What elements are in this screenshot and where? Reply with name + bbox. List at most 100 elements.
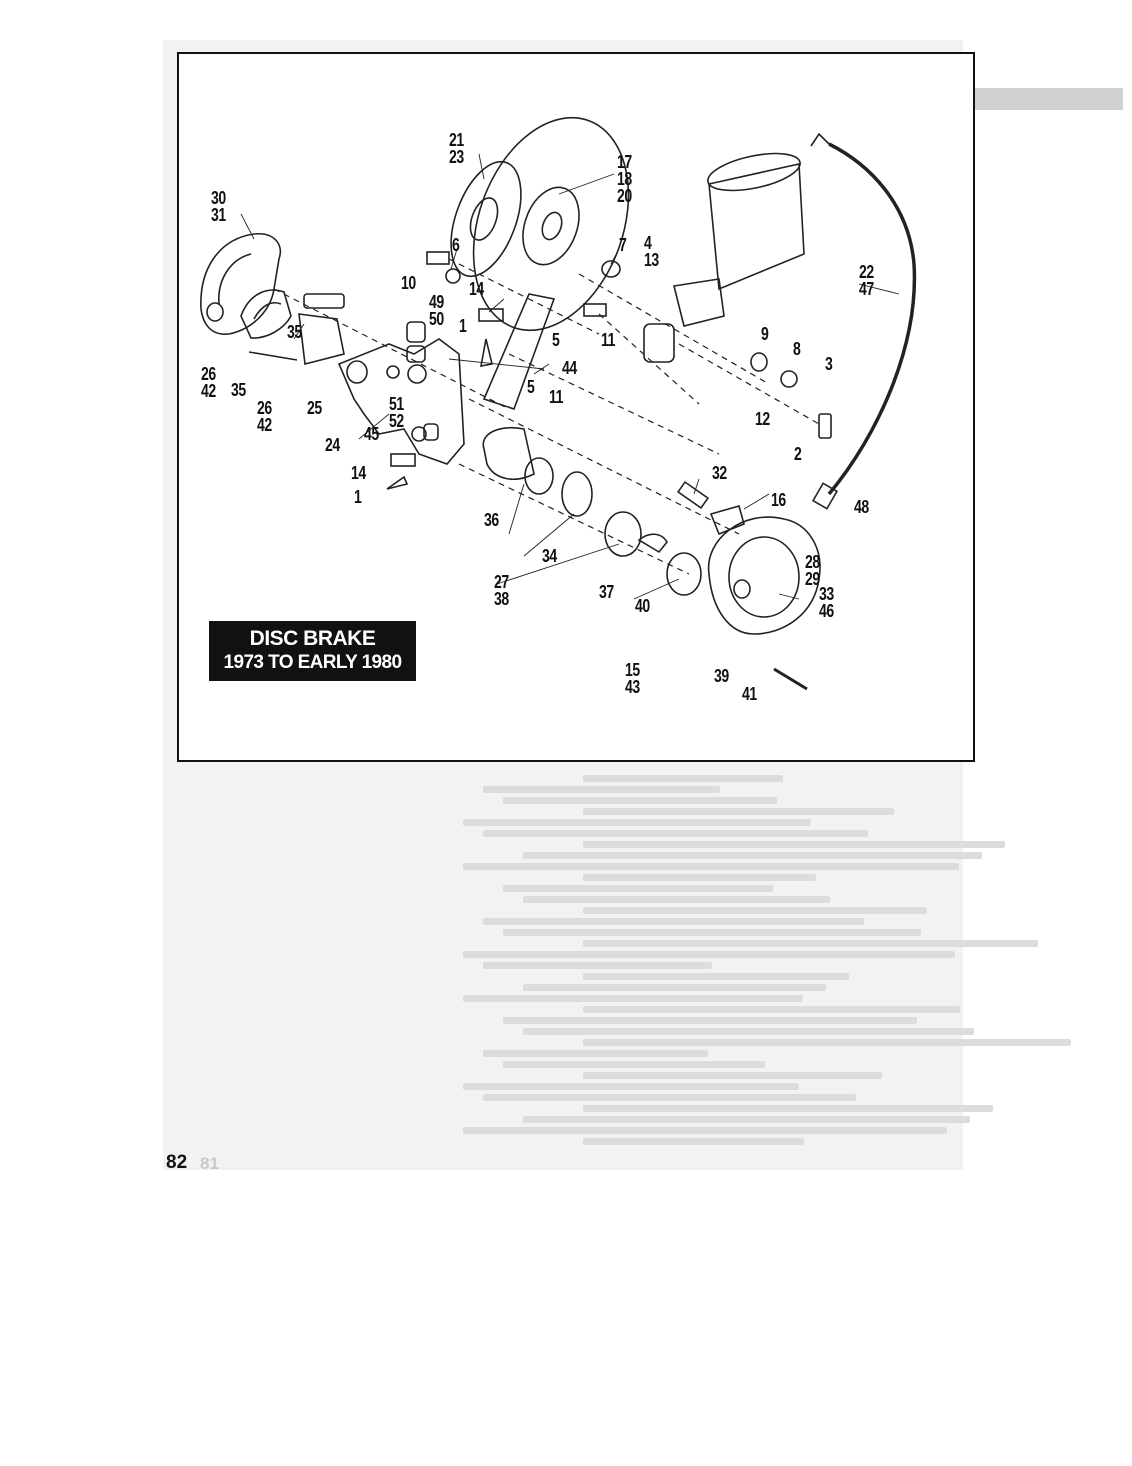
exploded-view-drawing [200, 116, 917, 691]
callout-5-upper: 5 [552, 330, 560, 350]
callout-24: 24 [325, 435, 340, 455]
callout-27-38: 27 38 [494, 572, 509, 609]
outer-caliper-half [200, 233, 281, 335]
ghost-text-line [483, 962, 712, 969]
ghost-text-line [583, 775, 783, 782]
callout-1-lower: 1 [354, 487, 362, 507]
fork-bracket [482, 293, 556, 411]
ghost-text-line [523, 984, 826, 991]
callout-37: 37 [599, 582, 614, 602]
ghost-text-line [583, 1138, 804, 1145]
callout-48: 48 [854, 497, 869, 517]
caliper-body [707, 516, 821, 635]
callout-51-52: 51 52 [389, 394, 404, 431]
callout-34: 34 [542, 546, 557, 566]
callout-35-upper: 35 [287, 322, 302, 342]
ghost-text-line [523, 1116, 970, 1123]
ghost-text-line [583, 973, 849, 980]
diagram-subtitle: 1973 TO EARLY 1980 [223, 652, 403, 673]
brake-hose [827, 142, 917, 496]
callout-36: 36 [484, 510, 499, 530]
ghost-text-line [463, 951, 955, 958]
callout-21-23: 21 23 [449, 130, 464, 167]
ghost-text-line [583, 874, 816, 881]
callout-33-46: 33 46 [819, 584, 834, 621]
callout-7: 7 [619, 235, 627, 255]
callout-39: 39 [714, 666, 729, 686]
ghost-text-line [583, 1006, 960, 1013]
ghost-text-line [463, 1083, 799, 1090]
callout-49-50: 49 50 [429, 292, 444, 329]
callout-16: 16 [771, 490, 786, 510]
pad-spring [303, 293, 345, 309]
ghost-text-line [583, 1105, 993, 1112]
ghost-text-line [503, 885, 773, 892]
ghost-text-line [463, 819, 811, 826]
piston-boot [482, 427, 535, 480]
disc-adapter [450, 160, 522, 278]
brake-disc [472, 116, 630, 332]
ghost-text-line [583, 1072, 882, 1079]
callout-10: 10 [401, 273, 416, 293]
callout-26-42-mid: 26 42 [257, 398, 272, 435]
callout-4-13: 4 13 [644, 233, 659, 270]
callout-40: 40 [635, 596, 650, 616]
bleeder-screw [773, 667, 808, 691]
ghost-page-number: 81 [200, 1154, 219, 1173]
ghost-text-line [503, 797, 777, 804]
callout-30-31: 30 31 [211, 188, 226, 225]
ghost-text-line [583, 907, 927, 914]
master-cylinder [708, 163, 805, 291]
ghost-text-line [463, 995, 803, 1002]
piston [346, 360, 368, 384]
callout-8: 8 [793, 339, 801, 359]
ghost-text-line [523, 896, 830, 903]
ghost-text-line [503, 1017, 917, 1024]
pad-pin [248, 351, 298, 361]
callout-35-lower: 35 [231, 380, 246, 400]
mounting-bracket [337, 338, 465, 465]
diagram-title: DISC BRAKE [249, 627, 376, 650]
callout-17-18-20: 17 18 20 [617, 152, 632, 206]
callout-22-47: 22 47 [859, 262, 874, 299]
callout-28-29: 28 29 [805, 552, 820, 589]
ghost-text-line [483, 830, 868, 837]
pad-shim [298, 313, 345, 366]
callout-45: 45 [364, 424, 379, 444]
ghost-text-line [483, 786, 720, 793]
callout-5-lower: 5 [527, 377, 535, 397]
ghost-text-line [483, 1050, 708, 1057]
callout-6: 6 [452, 235, 460, 255]
ghost-text-line [463, 1127, 947, 1134]
ghost-text-line [523, 852, 982, 859]
ghost-text-line [463, 863, 959, 870]
page-number: 82 [166, 1152, 188, 1173]
callout-25: 25 [307, 398, 322, 418]
callout-9: 9 [761, 324, 769, 344]
ghost-text-line [503, 929, 921, 936]
ghost-text-line [583, 940, 1038, 947]
diagram-frame: 21 23 17 18 20 30 31 6 7 4 13 22 47 10 4… [177, 52, 975, 762]
ghost-text-line [523, 1028, 974, 1035]
ghost-text-line [583, 841, 1005, 848]
callout-14-upper: 14 [469, 279, 484, 299]
callout-2: 2 [794, 444, 802, 464]
callout-11-lower: 11 [549, 387, 564, 407]
callout-14-lower: 14 [351, 463, 366, 483]
ghost-text-line [583, 1039, 1071, 1046]
brake-pad [240, 289, 292, 339]
callout-44: 44 [562, 358, 577, 378]
ghost-text-line [583, 808, 894, 815]
callout-41: 41 [742, 684, 757, 704]
callout-3: 3 [825, 354, 833, 374]
diagram-title-box: DISC BRAKE 1973 TO EARLY 1980 [209, 621, 416, 681]
callout-32: 32 [712, 463, 727, 483]
callout-15-43: 15 43 [625, 660, 640, 697]
callout-12: 12 [755, 409, 770, 429]
ghost-text-line [483, 918, 864, 925]
ghost-text-line [483, 1094, 856, 1101]
callout-26-42-left: 26 42 [201, 364, 216, 401]
callout-11-upper: 11 [601, 330, 616, 350]
ghost-text-line [503, 1061, 765, 1068]
